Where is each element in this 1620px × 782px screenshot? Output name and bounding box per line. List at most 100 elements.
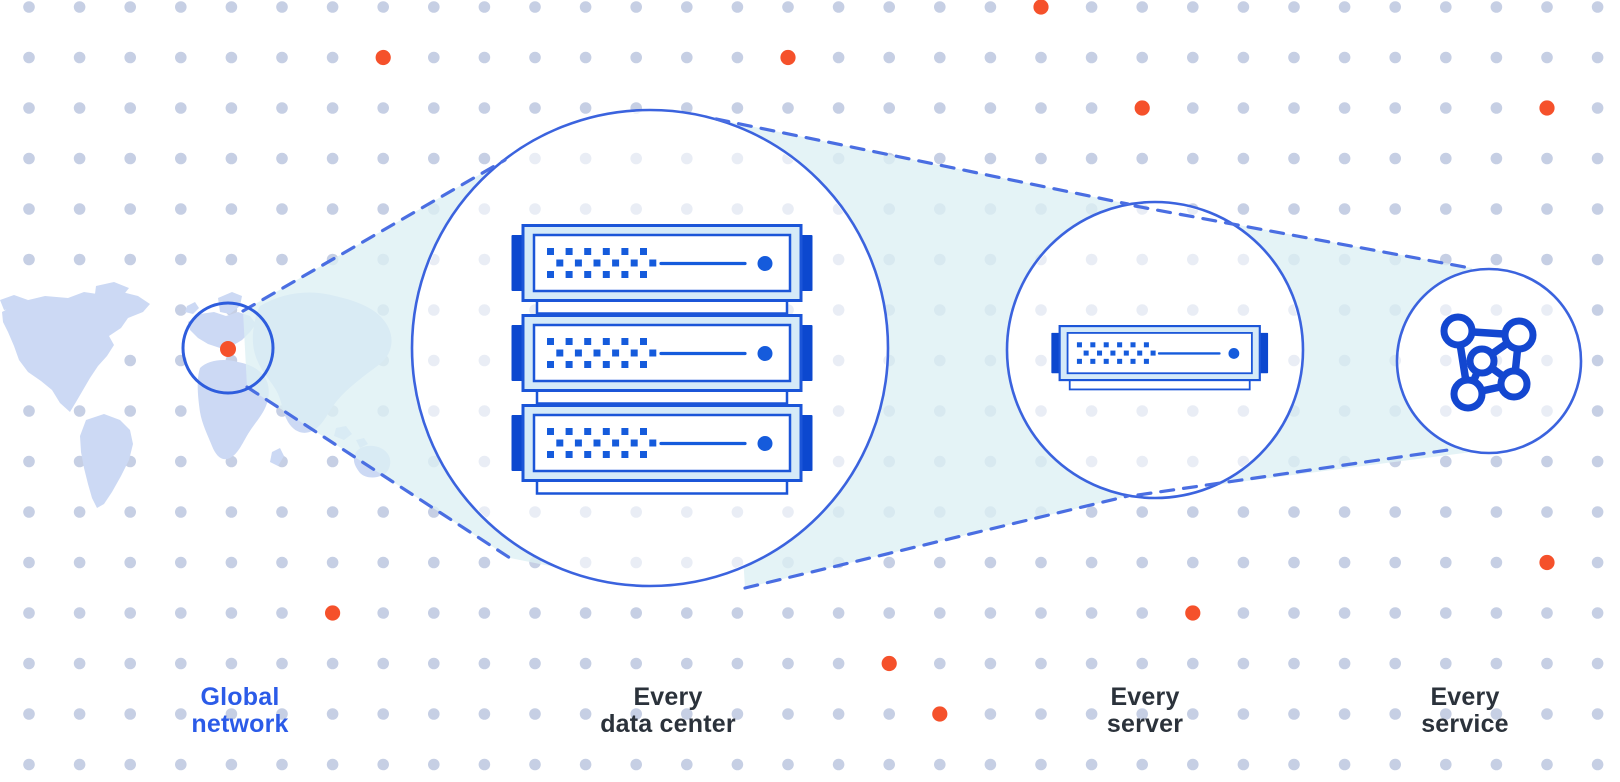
grid-dot [883, 758, 895, 771]
grid-dot [1085, 102, 1098, 114]
grid-dot [883, 607, 895, 619]
grid-dot [175, 607, 187, 619]
grid-dot [681, 1, 693, 13]
grid-dot [1085, 455, 1098, 468]
grid-dot [1591, 1, 1604, 13]
grid-dot [1591, 354, 1604, 367]
grid-dot [782, 203, 794, 215]
grid-dot [1591, 203, 1604, 215]
grid-dot [225, 506, 238, 518]
grid-dot [782, 506, 794, 518]
grid-dot [23, 405, 35, 417]
grid-dot [73, 102, 86, 114]
grid-dot [1338, 203, 1351, 215]
grid-dot [579, 102, 592, 114]
server-unit [1050, 324, 1270, 391]
grid-dot [1085, 657, 1098, 670]
grid-dot [1136, 455, 1148, 468]
grid-dot [681, 556, 693, 569]
grid-dot [276, 506, 288, 518]
grid-dot [1187, 455, 1199, 468]
grid-dot-orange [780, 49, 796, 66]
grid-dot [73, 51, 86, 64]
grid-dot [276, 607, 288, 619]
dash-dc-server-bottom [743, 494, 1130, 590]
grid-dot [984, 152, 997, 165]
grid-dot [1187, 657, 1199, 670]
grid-dot [1136, 556, 1148, 569]
grid-dot [225, 253, 238, 266]
grid-dot [1440, 657, 1452, 670]
grid-dot [579, 758, 592, 771]
dash-server-service-bottom [1136, 448, 1450, 497]
grid-dot [73, 152, 86, 165]
grid-dot [731, 203, 744, 215]
grid-dot [1187, 304, 1199, 316]
grid-dot [1288, 607, 1300, 619]
grid-dot [377, 203, 390, 215]
grid-dot [1389, 556, 1401, 569]
grid-dot [731, 657, 744, 670]
grid-dot [1490, 253, 1503, 266]
grid-dot [1085, 253, 1098, 266]
grid-dot [124, 102, 136, 114]
server-unit [509, 313, 815, 406]
grid-dot [1541, 657, 1553, 670]
grid-dot [579, 556, 592, 569]
grid-dot [175, 708, 187, 720]
grid-dot [1187, 51, 1199, 64]
grid-dot [1591, 304, 1604, 316]
grid-dot [1338, 506, 1351, 518]
label-every-service: Every service [1355, 684, 1575, 738]
grid-dot [1035, 556, 1047, 569]
grid-dot [1591, 708, 1604, 720]
grid-dot [124, 556, 136, 569]
grid-dot [23, 556, 35, 569]
grid-dot [832, 607, 845, 619]
map-region-circle [181, 301, 275, 395]
grid-dot-orange [932, 706, 948, 722]
grid-dot [225, 708, 238, 720]
grid-dot [630, 203, 642, 215]
grid-dot [1237, 304, 1250, 316]
grid-dot [731, 152, 744, 165]
grid-dot [326, 51, 339, 64]
grid-dot-orange [1033, 0, 1049, 15]
grid-dot [934, 607, 946, 619]
dash-map-dc-top [241, 158, 507, 313]
grid-dot [428, 102, 440, 114]
grid-dot [377, 758, 390, 771]
grid-dot [1237, 405, 1250, 417]
grid-dot [984, 708, 997, 720]
grid-dot [984, 607, 997, 619]
label-every-server: Every server [1035, 684, 1255, 738]
map-europe [188, 312, 256, 348]
grid-dot [276, 708, 288, 720]
grid-dot [934, 657, 946, 670]
grid-dot [1541, 203, 1553, 215]
grid-dot [1490, 304, 1503, 316]
grid-dot [1591, 506, 1604, 518]
grid-dot [478, 354, 491, 367]
grid-dot [579, 607, 592, 619]
grid-dot [1288, 102, 1300, 114]
grid-dot [326, 203, 339, 215]
grid-dot [731, 556, 744, 569]
grid-dot [1085, 708, 1098, 720]
grid-dot [984, 102, 997, 114]
grid-dot [782, 657, 794, 670]
grid-dot [579, 708, 592, 720]
map-alaska [0, 295, 28, 310]
grid-dot [175, 1, 187, 13]
grid-dot [276, 253, 288, 266]
grid-dot [681, 102, 693, 114]
grid-dot [428, 1, 440, 13]
grid-dot [73, 708, 86, 720]
label-global-network: Global network [130, 684, 350, 738]
grid-dot [276, 102, 288, 114]
grid-dot [1490, 506, 1503, 518]
grid-dot [428, 354, 440, 367]
grid-dot [630, 51, 642, 64]
grid-dot [782, 102, 794, 114]
label-line: Every [1110, 683, 1180, 711]
